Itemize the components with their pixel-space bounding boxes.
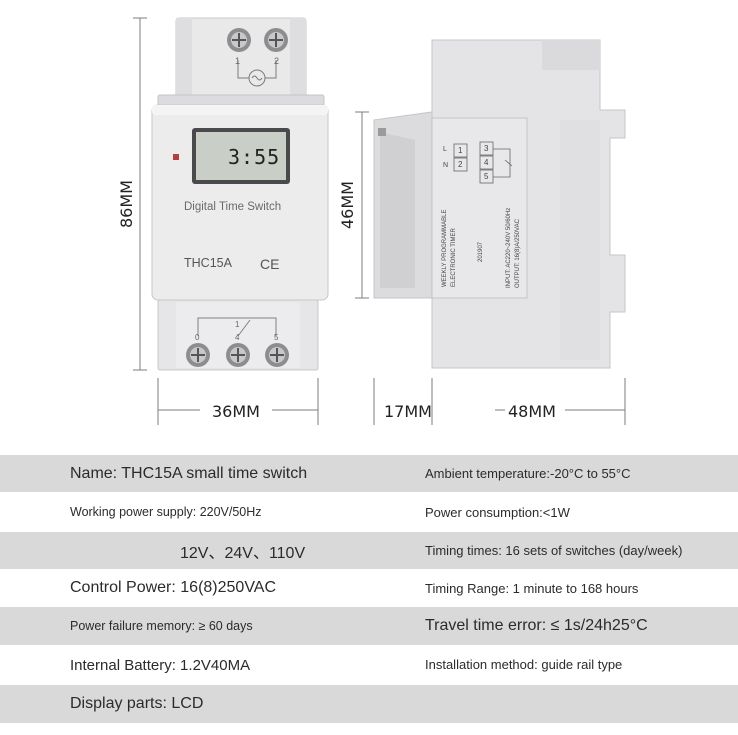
spec-internal-battery: Internal Battery: 1.2V40MA <box>70 656 251 674</box>
diagram-label-2: 2 <box>458 160 463 169</box>
side-label-line-1: WEEKLY PROGRAMMABLE <box>442 209 448 287</box>
terminal-label-0: 0 <box>195 333 200 342</box>
front-width-label: 36MM <box>212 402 260 421</box>
terminal-label-2: 2 <box>274 56 280 66</box>
diagram-label-l: L <box>443 146 447 153</box>
screw-bottom-3 <box>265 343 289 367</box>
screw-bottom-2 <box>226 343 250 367</box>
side-label-line-3: 201907 <box>478 241 484 262</box>
spec-power-failure-memory: Power failure memory: ≥ 60 days <box>70 619 253 633</box>
terminal-label-4: 4 <box>235 333 240 342</box>
screw-top-left <box>227 28 251 52</box>
front-height-label: 86MM <box>117 180 136 228</box>
spec-row-6: Internal Battery: 1.2V40MA Installation … <box>0 645 738 685</box>
spec-row-7: Display parts: LCD <box>0 685 738 723</box>
spec-working-power-supply: Working power supply: 220V/50Hz <box>70 505 262 519</box>
terminal-label-mid-1: 1 <box>235 320 240 329</box>
spec-row-3: 12V、24V、110V Timing times: 16 sets of sw… <box>0 532 738 569</box>
spec-voltage-options: 12V、24V、110V <box>180 544 306 562</box>
diagram-label-3: 3 <box>484 144 489 153</box>
spec-travel-time-error: Travel time error: ≤ 1s/24h25°C <box>425 617 648 634</box>
spec-installation-method: Installation method: guide rail type <box>425 657 623 672</box>
spec-display-parts: Display parts: LCD <box>70 695 204 712</box>
terminal-label-1: 1 <box>235 56 241 66</box>
terminal-label-5: 5 <box>274 333 279 342</box>
diagram-label-1: 1 <box>458 146 463 155</box>
dimension-drawing-svg <box>133 17 626 425</box>
spec-power-consumption: Power consumption:<1W <box>425 504 570 520</box>
spec-timing-times: Timing times: 16 sets of switches (day/w… <box>425 543 683 558</box>
front-view <box>151 17 329 371</box>
side-dimension-lines <box>355 111 626 425</box>
spec-name: Name: THC15A small time switch <box>70 464 308 482</box>
brand-label: Digital Time Switch <box>184 201 282 213</box>
side-depth-small-label: 17MM <box>384 402 432 421</box>
spec-control-power: Control Power: 16(8)250VAC <box>70 579 277 596</box>
side-depth-large-label: 48MM <box>508 402 556 421</box>
product-drawing: 86MM 36MM 46MM 17MM 48MM 1 2 3:55 Digita… <box>117 17 626 425</box>
spec-row-4: Control Power: 16(8)250VAC Timing Range:… <box>0 569 738 607</box>
diagram-label-n: N <box>443 162 449 169</box>
front-dimension-lines <box>133 17 319 425</box>
spec-timing-range: Timing Range: 1 minute to 168 hours <box>425 580 639 596</box>
screw-bottom-1 <box>186 343 210 367</box>
side-label-line-4: INPUT: AC220~240V 50/60Hz <box>506 207 512 288</box>
spec-ambient-temperature: Ambient temperature:-20°C to 55°C <box>425 466 631 481</box>
side-label-line-2: ELECTRONIC TIMER <box>451 228 457 287</box>
diagram-label-4: 4 <box>484 158 489 167</box>
side-height-label: 46MM <box>338 181 357 229</box>
spec-table: Name: THC15A small time switch Ambient t… <box>0 455 738 723</box>
spec-row-5: Power failure memory: ≥ 60 days Travel t… <box>0 607 738 645</box>
spec-row-1: Name: THC15A small time switch Ambient t… <box>0 455 738 492</box>
diagram-label-5: 5 <box>484 172 489 181</box>
ce-mark: CE <box>260 256 280 272</box>
screw-top-right <box>264 28 288 52</box>
lcd-time-reading: 3:55 <box>228 145 281 169</box>
spec-row-2: Working power supply: 220V/50Hz Power co… <box>0 492 738 532</box>
side-view <box>373 39 626 369</box>
model-label: THC15A <box>184 256 232 270</box>
side-label-line-5: OUTPUT: 16(8)A/250VAC <box>515 219 521 288</box>
